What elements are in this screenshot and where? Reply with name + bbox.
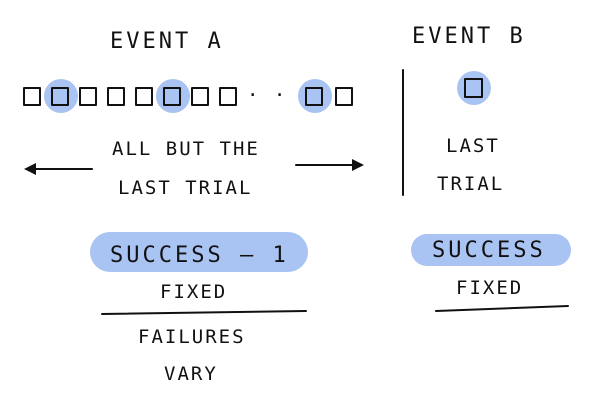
event-b-success-note: FIXED xyxy=(456,277,523,299)
event-a-divider xyxy=(101,310,307,315)
event-a-success-note: FIXED xyxy=(160,281,227,303)
event-a-failures-label: FAILURES xyxy=(138,326,246,348)
right-arrow xyxy=(295,159,364,171)
event-a-title: EVENT A xyxy=(110,29,224,54)
trial-end-box-1 xyxy=(335,87,353,106)
event-a-range-label-line2: LAST TRIAL xyxy=(118,177,252,199)
trial-box-5 xyxy=(163,87,181,106)
event-a-trials-right xyxy=(298,79,353,113)
event-a-trials-left xyxy=(23,79,237,113)
trial-box-2 xyxy=(79,87,97,106)
left-arrow xyxy=(24,163,93,175)
trial-box-3 xyxy=(107,87,125,106)
event-b-trial-box xyxy=(464,78,483,98)
trial-end-box-0 xyxy=(305,87,323,106)
event-b-label-line1: LAST xyxy=(446,135,500,157)
event-b-title: EVENT B xyxy=(412,24,526,49)
trial-highlight-1 xyxy=(44,79,78,113)
event-b-success-highlight xyxy=(411,234,571,266)
trial-highlight-5 xyxy=(156,79,190,113)
trial-box-1 xyxy=(51,87,69,106)
event-a-success-label: SUCCESS — 1 xyxy=(110,243,289,268)
trial-box-7 xyxy=(219,87,237,106)
trials-ellipsis: · · · xyxy=(247,84,314,106)
event-b-success-label: SUCCESS xyxy=(432,238,546,263)
event-a-success-highlight xyxy=(90,232,308,272)
event-b-divider xyxy=(435,305,569,312)
event-a-failures-note: VARY xyxy=(164,363,218,385)
event-b-label-line2: TRIAL xyxy=(437,173,504,195)
trial-box-0 xyxy=(23,87,41,106)
event-a-range-label-line1: ALL BUT THE xyxy=(112,138,260,160)
trial-box-4 xyxy=(135,87,153,106)
event-b-trial-highlight xyxy=(457,71,491,105)
trial-box-6 xyxy=(191,87,209,106)
trial-end-highlight-0 xyxy=(298,79,332,113)
